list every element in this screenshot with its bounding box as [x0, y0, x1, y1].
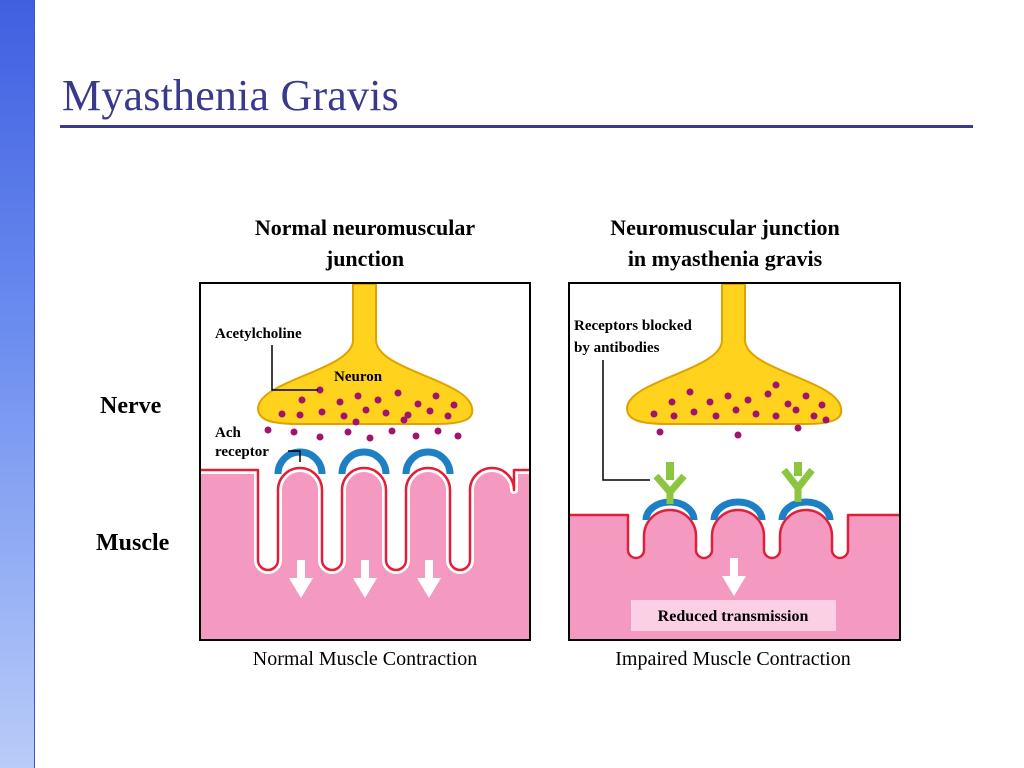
muscle-label: Muscle — [96, 530, 170, 556]
ach-receptor-leader — [288, 450, 301, 462]
mg-heading-line-1: Neuromuscular junction — [610, 215, 840, 240]
mg-receptor-3 — [778, 498, 834, 521]
normal-panel-heading: Normal neuromuscular junction — [200, 212, 530, 274]
down-arrow-3 — [417, 560, 441, 598]
normal-panel-frame — [199, 282, 531, 641]
antibody-1 — [653, 473, 687, 504]
mg-junction-panel: Receptors blocked by antibodies Reduced … — [568, 282, 901, 641]
receptors-blocked-label-line-2: by antibodies — [574, 340, 660, 356]
receptors-blocked-leader — [602, 360, 650, 481]
normal-muscle-tissue — [201, 468, 529, 639]
acetylcholine-label: Acetylcholine — [215, 326, 302, 342]
normal-heading-line-1: Normal neuromuscular — [254, 215, 476, 240]
reduced-arrow — [722, 558, 746, 596]
ach-receptor-2 — [338, 448, 390, 475]
mg-neuron-terminal — [625, 284, 843, 425]
slide-accent-bar — [0, 0, 35, 768]
ach-receptor-label-line-2: receptor — [215, 444, 269, 460]
mg-panel-frame — [568, 282, 901, 641]
reduced-transmission-label: Reduced transmission — [658, 608, 809, 625]
neuron-terminal — [256, 284, 474, 425]
mg-caption: Impaired Muscle Contraction — [615, 648, 851, 670]
normal-junction-panel: Acetylcholine Neuron Ach receptor — [199, 282, 531, 641]
mg-acetylcholine-molecules — [650, 381, 830, 439]
normal-caption: Normal Muscle Contraction — [252, 648, 478, 670]
mg-panel-heading: Neuromuscular junction in myasthenia gra… — [560, 212, 890, 274]
antibody-2 — [781, 467, 815, 502]
slide-title: Myasthenia Gravis — [62, 71, 399, 120]
receptors-blocked-label-line-1: Receptors blocked — [574, 318, 693, 334]
ach-receptor-3 — [402, 448, 454, 475]
title-underline — [60, 125, 973, 128]
nerve-label: Nerve — [100, 393, 162, 419]
mg-muscle-membrane — [570, 508, 899, 560]
acetylcholine-leader — [271, 345, 318, 391]
normal-heading-line-2: junction — [325, 246, 405, 271]
ach-receptor-label-line-1: Ach — [215, 425, 241, 441]
acetylcholine-molecules — [264, 386, 462, 442]
antibodies — [653, 467, 815, 504]
neuron-label: Neuron — [334, 369, 383, 385]
down-arrow-1 — [289, 560, 313, 598]
mg-heading-line-2: in myasthenia gravis — [627, 246, 823, 271]
contraction-arrows — [289, 560, 441, 598]
down-arrow-2 — [353, 560, 377, 598]
reduced-transmission-badge — [631, 600, 836, 631]
mg-receptor-2 — [710, 498, 766, 521]
